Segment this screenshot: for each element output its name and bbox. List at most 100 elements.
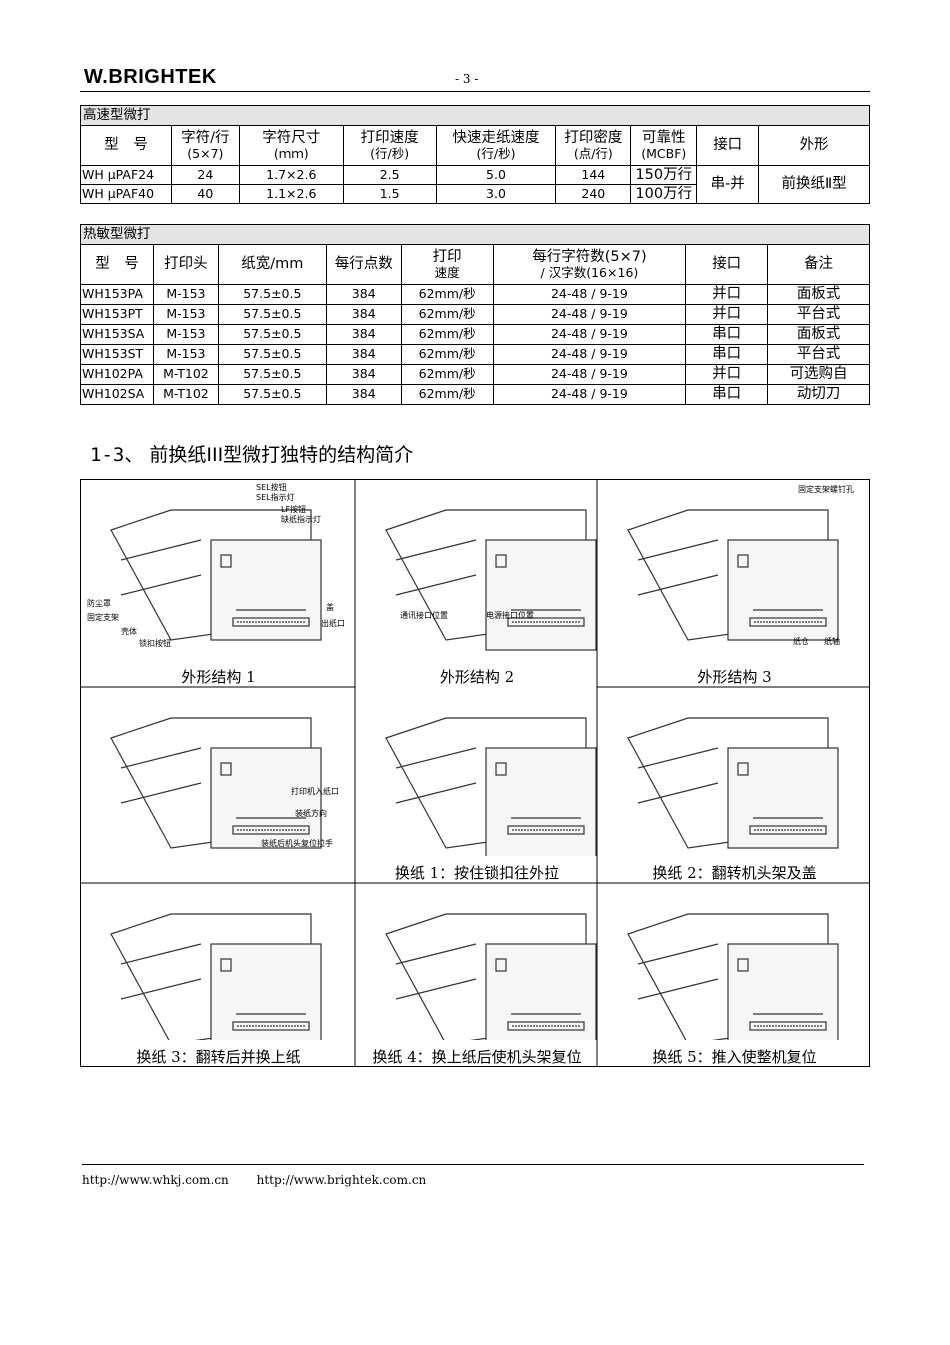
table-cell: M-153 xyxy=(152,344,219,365)
table-cell: 62mm/秒 xyxy=(400,364,494,385)
column-header-label: 每行点数 xyxy=(334,256,393,273)
table-cell: 24-48 / 9-19 xyxy=(492,284,687,305)
figure-label: SEL指示灯 xyxy=(256,493,295,502)
table-cell: 384 xyxy=(325,344,402,365)
figure-caption: 换纸 5：推入使整机复位 xyxy=(652,1048,817,1066)
column-header-label: 接口 xyxy=(713,137,743,154)
table-cell: 384 xyxy=(325,384,402,405)
figure-label: 纸轴 xyxy=(824,637,840,646)
shape-cell: 前换纸Ⅱ型 xyxy=(758,165,870,204)
figure-label: 壳体 xyxy=(121,627,137,636)
footer-link-whkj[interactable]: http://www.whkj.com.cn xyxy=(82,1173,229,1187)
table-cell: 24-48 / 9-19 xyxy=(492,344,687,365)
table-cell: 1.5 xyxy=(342,184,437,204)
table-cell: 57.5±0.5 xyxy=(217,344,327,365)
column-header-unit: / 汉字数(16×16) xyxy=(540,264,639,280)
figure-label: SEL按钮 xyxy=(256,483,287,492)
table-caption: 高速型微打 xyxy=(80,105,870,126)
column-header-label: 字符/行 xyxy=(181,129,230,146)
table-cell: M-T102 xyxy=(152,384,219,405)
table-cell: 1.1×2.6 xyxy=(238,184,344,204)
column-header-label: 型 号 xyxy=(104,137,148,154)
header-rule xyxy=(80,91,870,92)
table-cell: 57.5±0.5 xyxy=(217,324,327,345)
table-cell: 串口 xyxy=(685,344,769,365)
table-cell: 面板式 xyxy=(767,324,870,345)
printer-illustration xyxy=(385,717,597,856)
table-cell: 62mm/秒 xyxy=(400,284,494,305)
high-speed-printer-table: 高速型微打 型 号字符/行(5×7)字符尺寸(ｍｍ)打印速度(行/秒)快速走纸速… xyxy=(80,105,870,204)
footer-link-brightek[interactable]: http://www.brightek.com.cn xyxy=(256,1173,427,1187)
table-cell: 3.0 xyxy=(435,184,557,204)
column-header: 快速走纸速度(行/秒) xyxy=(435,125,557,166)
table-cell: 1.7×2.6 xyxy=(238,165,344,185)
table-cell: 40 xyxy=(170,184,240,204)
section-number: 1-3、 xyxy=(90,444,144,466)
column-header: 型 号 xyxy=(80,125,172,166)
column-header-unit: (MCBF) xyxy=(641,145,687,161)
table-cell: WH μPAF40 xyxy=(80,184,172,204)
table-cell: 面板式 xyxy=(767,284,870,305)
table-cell: 144 xyxy=(555,165,632,185)
figure-panel: 换纸 1：按住锁扣往外拉 xyxy=(356,688,598,884)
figure-caption: 换纸 4：换上纸后使机头架复位 xyxy=(372,1048,582,1066)
column-header: 备注 xyxy=(767,244,870,285)
column-header-label: 备注 xyxy=(804,256,834,273)
table-cell: 24 xyxy=(170,165,240,185)
table-cell: 150万行 xyxy=(630,165,698,185)
figure-caption: 换纸 2：翻转机头架及盖 xyxy=(652,864,817,882)
table-cell: 384 xyxy=(325,304,402,325)
column-header: 纸宽/mm xyxy=(217,244,327,285)
figure-label: 电源接口位置 xyxy=(486,611,534,620)
column-header: 外形 xyxy=(758,125,870,166)
figure-label: 锁扣按钮 xyxy=(139,639,171,648)
figure-panel: 换纸 2：翻转机头架及盖 xyxy=(598,688,871,884)
column-header-label: 字符尺寸 xyxy=(262,129,321,146)
column-header: 打印密度(点/行) xyxy=(555,125,632,166)
table-cell: M-153 xyxy=(152,324,219,345)
figure-caption: 外形结构 2 xyxy=(439,668,515,686)
table-cell: 62mm/秒 xyxy=(400,384,494,405)
table-cell: 240 xyxy=(555,184,632,204)
figure-caption: 换纸 1：按住锁扣往外拉 xyxy=(394,864,560,882)
figure-label: 防尘罩 xyxy=(87,599,111,608)
table-cell: M-153 xyxy=(152,304,219,325)
printer-illustration xyxy=(627,717,839,849)
printer-illustration xyxy=(627,509,839,641)
column-header-label: 打印密度 xyxy=(564,129,623,146)
grid-lines xyxy=(80,479,870,1067)
table-cell: 384 xyxy=(325,364,402,385)
figure-label: 盖 xyxy=(326,603,334,612)
figure-label: 打印机入纸口 xyxy=(291,787,339,796)
table-cell: 并口 xyxy=(685,364,769,385)
column-header-unit: (行/秒) xyxy=(476,145,516,161)
table-cell: 串口 xyxy=(685,384,769,405)
table-cell: 串口 xyxy=(685,324,769,345)
figure-label: 纸仓 xyxy=(793,637,809,646)
figure-caption: 换纸 3：翻转后并换上纸 xyxy=(136,1048,301,1066)
column-header: 接口 xyxy=(696,125,760,166)
table-header-row: 型 号字符/行(5×7)字符尺寸(ｍｍ)打印速度(行/秒)快速走纸速度(行/秒)… xyxy=(80,125,870,166)
column-header-label: 可靠性 xyxy=(642,129,686,146)
table-cell: 57.5±0.5 xyxy=(217,384,327,405)
footer-rule xyxy=(82,1164,864,1165)
printer-illustration xyxy=(110,913,322,1040)
table-cell: 62mm/秒 xyxy=(400,304,494,325)
table-cell: 24-48 / 9-19 xyxy=(492,384,687,405)
column-header-label: 快速走纸速度 xyxy=(452,129,540,146)
table-cell: WH153PT xyxy=(80,304,154,325)
figure-caption: 外形结构 1 xyxy=(181,668,256,686)
table-cell: 62mm/秒 xyxy=(400,344,494,365)
figure-label: 固定支架 xyxy=(87,613,119,622)
column-header-label: 每行字符数(5×7) xyxy=(532,248,647,265)
